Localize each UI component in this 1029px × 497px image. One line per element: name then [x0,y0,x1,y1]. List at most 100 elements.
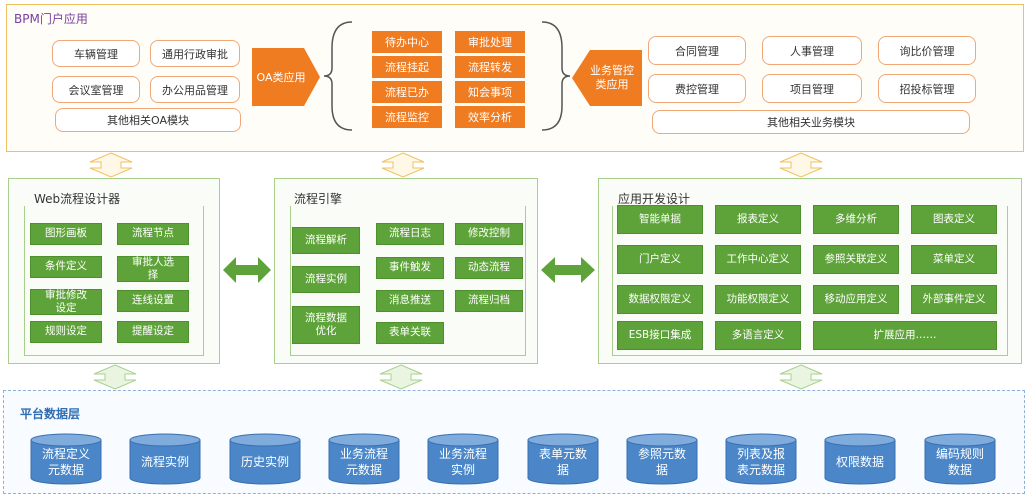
updown-arrow-2 [381,152,425,178]
data-cylinder[interactable]: 权限数据 [824,433,896,485]
data-cylinder-label: 历史实例 [240,455,289,470]
database-icon [527,433,599,485]
database-icon [626,433,698,485]
engine-optimize[interactable]: 流程数据优化 [292,306,360,344]
biz-item-project[interactable]: 项目管理 [762,74,862,103]
designer-canvas[interactable]: 图形画板 [30,223,102,245]
center-forward[interactable]: 流程转发 [455,56,525,78]
database-icon [328,433,400,485]
engine-dynamic[interactable]: 动态流程 [455,257,523,279]
engine-log[interactable]: 流程日志 [376,223,444,245]
appdev-workcenter[interactable]: 工作中心定义 [715,245,801,274]
appdev-inner-frame [612,206,1008,356]
designer-link[interactable]: 连线设置 [117,290,189,312]
data-cylinder[interactable]: 参照元数据 [626,433,698,485]
oa-item-meeting-room[interactable]: 会议室管理 [52,76,140,103]
data-cylinder-label: 权限数据 [835,455,884,470]
oa-item-vehicle[interactable]: 车辆管理 [52,40,140,67]
oa-arrow-shape [252,48,320,106]
appdev-chart[interactable]: 图表定义 [911,205,997,234]
appdev-olap[interactable]: 多维分析 [813,205,899,234]
oa-item-admin-approval[interactable]: 通用行政审批 [150,40,240,67]
engine-form-link[interactable]: 表单关联 [376,322,444,344]
oa-other-modules[interactable]: 其他相关OA模块 [55,108,241,132]
appdev-menu[interactable]: 菜单定义 [911,245,997,274]
engine-archive[interactable]: 流程归档 [455,290,523,312]
data-cylinder[interactable]: 编码规则数据 [924,433,996,485]
engine-modify-control[interactable]: 修改控制 [455,223,523,245]
designer-node[interactable]: 流程节点 [117,223,189,245]
data-cylinder[interactable]: 列表及报表元数据 [725,433,797,485]
center-monitor[interactable]: 流程监控 [372,106,442,128]
biz-arrow-shape [572,50,642,106]
data-cylinder-label: 表单元数据 [538,447,587,477]
database-icon [30,433,102,485]
biz-item-contract[interactable]: 合同管理 [648,36,746,65]
appdev-extension[interactable]: 扩展应用…… [813,321,997,350]
biz-item-inquiry[interactable]: 询比价管理 [878,36,976,65]
database-icon [427,433,499,485]
appdev-title: 应用开发设计 [618,192,691,206]
biz-label: 业务管控类应用 [590,63,634,91]
appdev-external-event[interactable]: 外部事件定义 [911,285,997,314]
oa-item-office-supplies[interactable]: 办公用品管理 [150,76,240,103]
updown-arrow-6 [779,364,823,390]
engine-instance[interactable]: 流程实例 [292,266,360,293]
biz-item-hr[interactable]: 人事管理 [762,36,862,65]
engine-title: 流程引擎 [294,192,343,206]
data-cylinder[interactable]: 业务流程元数据 [328,433,400,485]
appdev-data-permission[interactable]: 数据权限定义 [617,285,703,314]
updown-arrow-1 [89,152,133,178]
appdev-multilang[interactable]: 多语言定义 [715,321,801,350]
database-icon [824,433,896,485]
engine-inner-frame [290,206,526,356]
center-done[interactable]: 流程已办 [372,81,442,103]
data-cylinder-label: 流程定义元数据 [41,447,90,477]
engine-parse[interactable]: 流程解析 [292,227,360,254]
engine-message[interactable]: 消息推送 [376,290,444,312]
leftright-arrow-1 [223,257,271,283]
data-cylinder[interactable]: 流程实例 [129,433,201,485]
biz-item-bidding[interactable]: 招投标管理 [878,74,976,103]
biz-other-modules[interactable]: 其他相关业务模块 [652,110,970,134]
database-icon [725,433,797,485]
engine-event[interactable]: 事件触发 [376,257,444,279]
data-cylinder-label: 编码规则数据 [935,447,984,477]
designer-reminder[interactable]: 提醒设定 [117,321,189,343]
oa-label: OA类应用 [256,71,306,84]
center-efficiency[interactable]: 效率分析 [455,106,525,128]
designer-title: Web流程设计器 [34,192,121,206]
data-cylinder[interactable]: 表单元数据 [527,433,599,485]
appdev-portal[interactable]: 门户定义 [617,245,703,274]
center-approval[interactable]: 审批处理 [455,31,525,53]
appdev-report[interactable]: 报表定义 [715,205,801,234]
designer-approver[interactable]: 审批人选择 [117,256,189,282]
data-cylinder[interactable]: 流程定义元数据 [30,433,102,485]
database-icon [229,433,301,485]
designer-condition[interactable]: 条件定义 [30,256,102,278]
center-suspend[interactable]: 流程挂起 [372,56,442,78]
center-todo[interactable]: 待办中心 [372,31,442,53]
appdev-func-permission[interactable]: 功能权限定义 [715,285,801,314]
appdev-mobile[interactable]: 移动应用定义 [813,285,899,314]
appdev-esb[interactable]: ESB接口集成 [617,321,703,350]
datalayer-title: 平台数据层 [20,407,81,421]
database-icon [129,433,201,485]
data-cylinder[interactable]: 业务流程实例 [427,433,499,485]
center-bracket [324,21,570,131]
designer-rules[interactable]: 规则设定 [30,321,102,343]
center-notify[interactable]: 知会事项 [455,81,525,103]
data-cylinder-label: 流程实例 [140,455,189,470]
data-cylinder-label: 参照元数据 [637,447,686,477]
data-cylinder-label: 业务流程实例 [438,447,487,477]
updown-arrow-4 [93,364,137,390]
biz-item-expense[interactable]: 费控管理 [648,74,746,103]
appdev-smart-doc[interactable]: 智能单据 [617,205,703,234]
designer-modify[interactable]: 审批修改设定 [30,289,102,315]
leftright-arrow-2 [541,257,595,283]
data-cylinder-label: 业务流程元数据 [339,447,388,477]
designer-inner-frame [24,206,204,356]
data-cylinder[interactable]: 历史实例 [229,433,301,485]
appdev-reference[interactable]: 参照关联定义 [813,245,899,274]
updown-arrow-3 [779,152,823,178]
